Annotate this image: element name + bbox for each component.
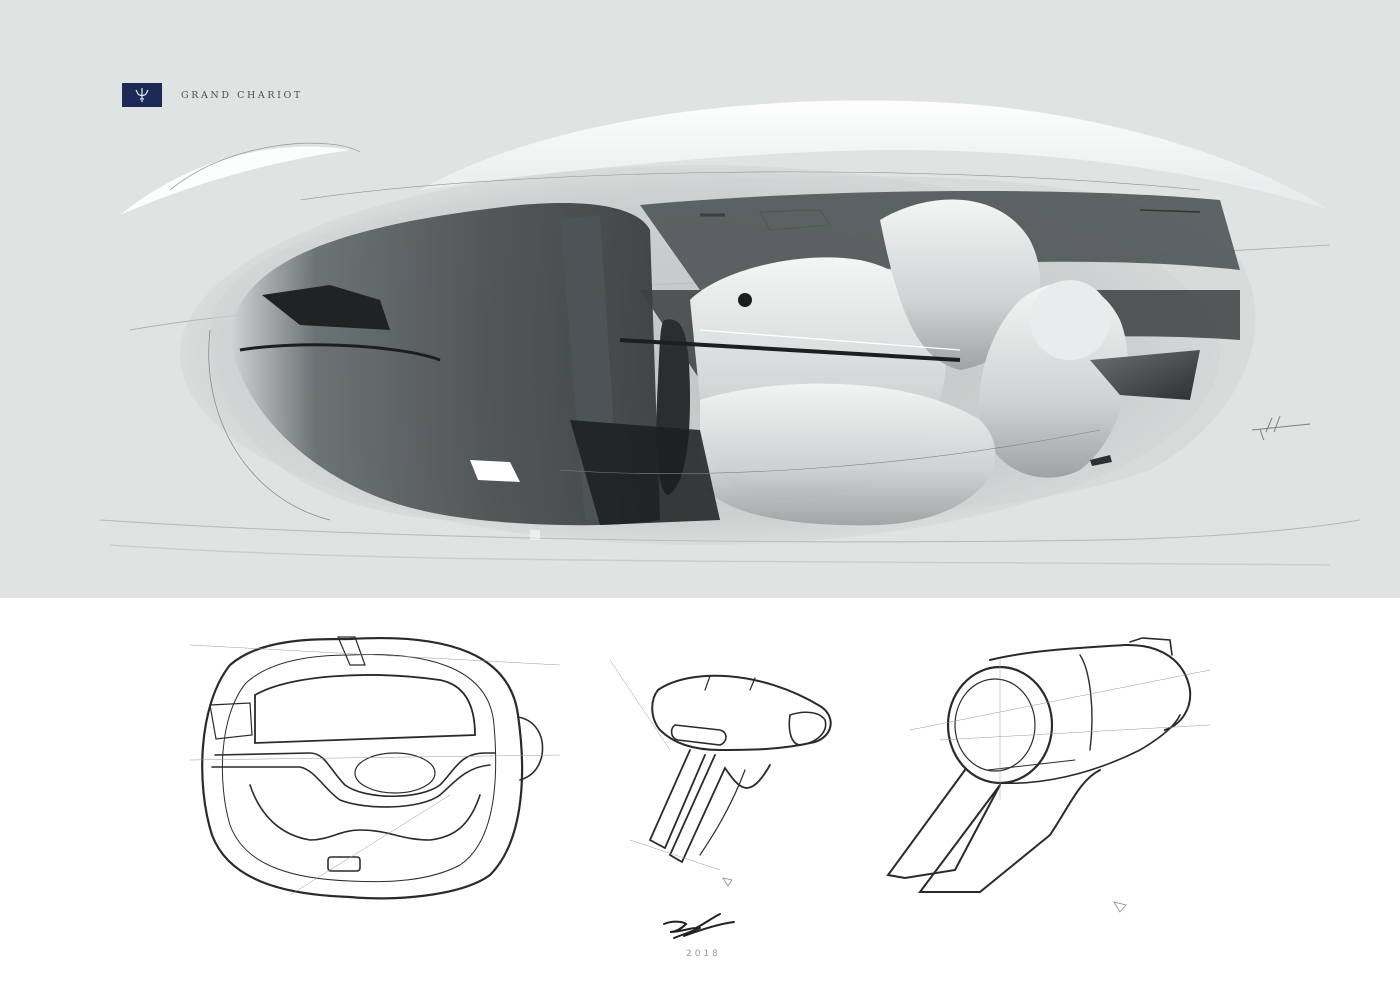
car-interior-render bbox=[99, 100, 1361, 566]
brand-badge bbox=[122, 83, 162, 107]
artist-signature-icon bbox=[663, 913, 735, 939]
cylindrical-module-sketch bbox=[886, 637, 1211, 913]
sketch-year: 2018 bbox=[686, 949, 721, 959]
brand-header: GRAND CHARIOT bbox=[122, 83, 303, 107]
steering-wheel-sketch bbox=[190, 636, 560, 900]
designer-signature-icon bbox=[1251, 415, 1311, 441]
seat-headrest-sketch bbox=[610, 659, 832, 887]
trident-icon bbox=[135, 88, 149, 102]
brand-title: GRAND CHARIOT bbox=[181, 89, 303, 101]
hero-panel: GRAND CHARIOT bbox=[0, 0, 1400, 598]
